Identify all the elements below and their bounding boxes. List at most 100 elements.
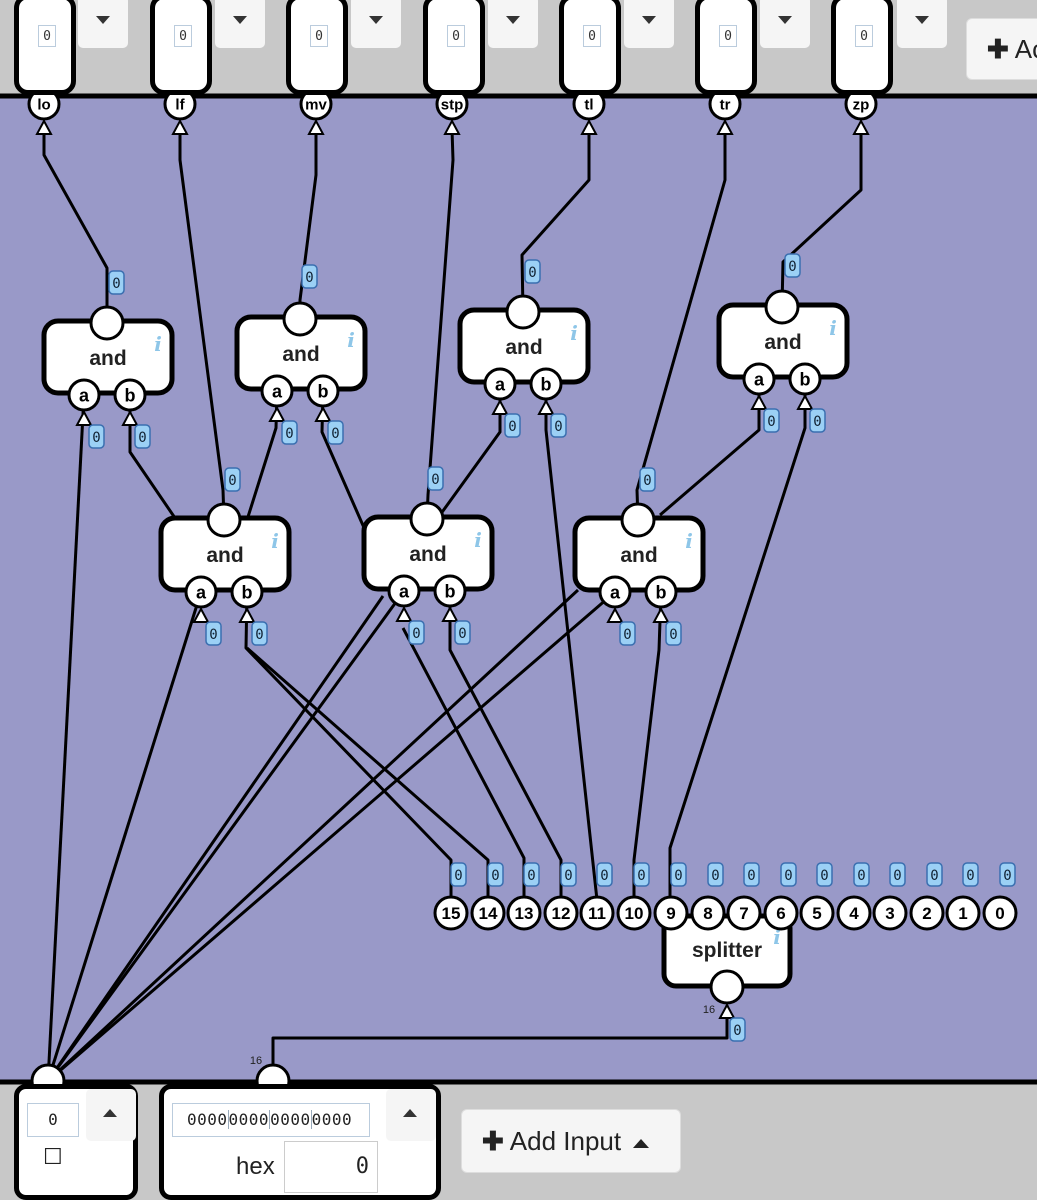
value-tag xyxy=(596,862,613,887)
value-tag-text: 0 xyxy=(255,627,263,643)
value-tag-text: 0 xyxy=(454,868,462,884)
value-tag xyxy=(707,862,724,887)
input-arrow xyxy=(35,118,53,135)
info-icon: i xyxy=(271,529,279,553)
output-pin-label: stp xyxy=(441,96,464,113)
chevron-up-icon xyxy=(403,1109,417,1117)
input-arrow xyxy=(716,118,734,135)
value-tag xyxy=(670,862,687,887)
value-tag xyxy=(327,420,344,445)
wire xyxy=(780,129,863,308)
gate-label: and xyxy=(206,544,243,567)
splitter-bit-pin xyxy=(982,895,1018,931)
output-dropdown-button[interactable] xyxy=(351,0,401,48)
info-icon: i xyxy=(154,332,162,356)
hex-label: hex xyxy=(236,1153,275,1180)
output-box-lf: 0 xyxy=(150,0,212,95)
splitter-bit-pin-label: 15 xyxy=(442,904,461,923)
input-arrow xyxy=(268,405,286,422)
value-tag-text: 0 xyxy=(92,430,100,446)
input-arrow xyxy=(192,606,210,623)
input-arrow xyxy=(238,606,256,623)
value-tag xyxy=(665,621,682,646)
value-tag-text: 0 xyxy=(528,265,536,281)
output-box-tl: 0 xyxy=(559,0,621,95)
wire xyxy=(46,588,580,1083)
value-tag-text: 0 xyxy=(788,259,796,275)
input-arrow xyxy=(314,405,332,422)
output-value: 0 xyxy=(719,25,737,47)
input-arrow xyxy=(441,605,459,622)
input-arrow xyxy=(171,118,189,135)
gate-input-pin-label: a xyxy=(272,381,283,401)
value-tag-text: 0 xyxy=(112,276,120,292)
bit-group: 0000 xyxy=(270,1110,312,1129)
splitter-bit-pin xyxy=(799,895,835,931)
value-tag-text: 0 xyxy=(491,868,499,884)
gate-output-pin xyxy=(206,502,242,538)
value-tag xyxy=(205,621,222,646)
plus-icon: ✚ xyxy=(482,1126,504,1156)
bit-input-value[interactable]: 0 xyxy=(27,1103,79,1137)
splitter-input-pin xyxy=(709,969,745,1005)
gate-output-pin xyxy=(89,305,125,341)
splitter-bit-pin xyxy=(690,895,726,931)
gate-input-pin-label: a xyxy=(495,374,506,394)
value-tag-text: 0 xyxy=(554,419,562,435)
gate-input-pin-label: b xyxy=(800,369,811,389)
input-arrow xyxy=(121,409,139,426)
value-tag-text: 0 xyxy=(508,419,516,435)
gate-input-pin-label: a xyxy=(610,582,621,602)
input-arrow xyxy=(796,393,814,410)
output-value: 0 xyxy=(310,25,328,47)
gate-output-pin xyxy=(409,501,445,537)
chevron-down-icon xyxy=(642,16,656,24)
value-tag xyxy=(134,424,151,449)
output-dropdown-button[interactable] xyxy=(760,0,810,48)
bit-input-menu-button[interactable] xyxy=(86,1089,136,1141)
splitter-bit-pin-label: 1 xyxy=(958,904,967,923)
output-dropdown-button[interactable] xyxy=(78,0,128,48)
hex-value-field[interactable]: 0 xyxy=(284,1141,378,1193)
value-tag-text: 0 xyxy=(228,473,236,489)
splitter-bit-pin xyxy=(836,895,872,931)
bit-input-checkbox[interactable]: ☐ xyxy=(43,1145,63,1170)
gate-label: and xyxy=(282,343,319,366)
word-input-menu-button[interactable] xyxy=(386,1089,436,1141)
value-tag xyxy=(524,259,541,284)
output-dropdown-button[interactable] xyxy=(488,0,538,48)
value-tag-text: 0 xyxy=(930,868,938,884)
gate-input-pin-label: a xyxy=(754,369,765,389)
output-dropdown-button[interactable] xyxy=(624,0,674,48)
add-output-button[interactable]: ✚Ac xyxy=(966,18,1037,80)
value-tag xyxy=(784,253,801,278)
value-tag-text: 0 xyxy=(285,426,293,442)
splitter-bit-pin-label: 4 xyxy=(849,904,859,923)
gate-output-pin xyxy=(282,301,318,337)
add-input-button[interactable]: ✚Add Input xyxy=(461,1109,681,1173)
output-dropdown-button[interactable] xyxy=(897,0,947,48)
value-tag xyxy=(523,862,540,887)
value-tag-text: 0 xyxy=(138,430,146,446)
word-input-bits[interactable]: 0000000000000000 xyxy=(172,1103,370,1137)
gate-input-pin-label: b xyxy=(656,582,667,602)
add-input-label: Add Input xyxy=(509,1126,622,1156)
splitter-bit-pin-label: 14 xyxy=(479,904,498,923)
output-dropdown-button[interactable] xyxy=(215,0,265,48)
input-arrow xyxy=(718,1002,736,1019)
gate-input-pin-label: b xyxy=(318,381,329,401)
value-tag-text: 0 xyxy=(857,868,865,884)
value-tag-text: 0 xyxy=(209,627,217,643)
value-tag xyxy=(999,862,1016,887)
value-tag xyxy=(108,270,125,295)
value-tag xyxy=(619,621,636,646)
gate-label: and xyxy=(620,544,657,567)
wire xyxy=(47,590,616,1083)
output-pin-label: zp xyxy=(853,96,870,113)
value-tag xyxy=(454,620,471,645)
value-tag-text: 0 xyxy=(527,868,535,884)
input-arrow xyxy=(537,398,555,415)
value-tag-text: 0 xyxy=(966,868,974,884)
output-box-mv: 0 xyxy=(286,0,348,95)
